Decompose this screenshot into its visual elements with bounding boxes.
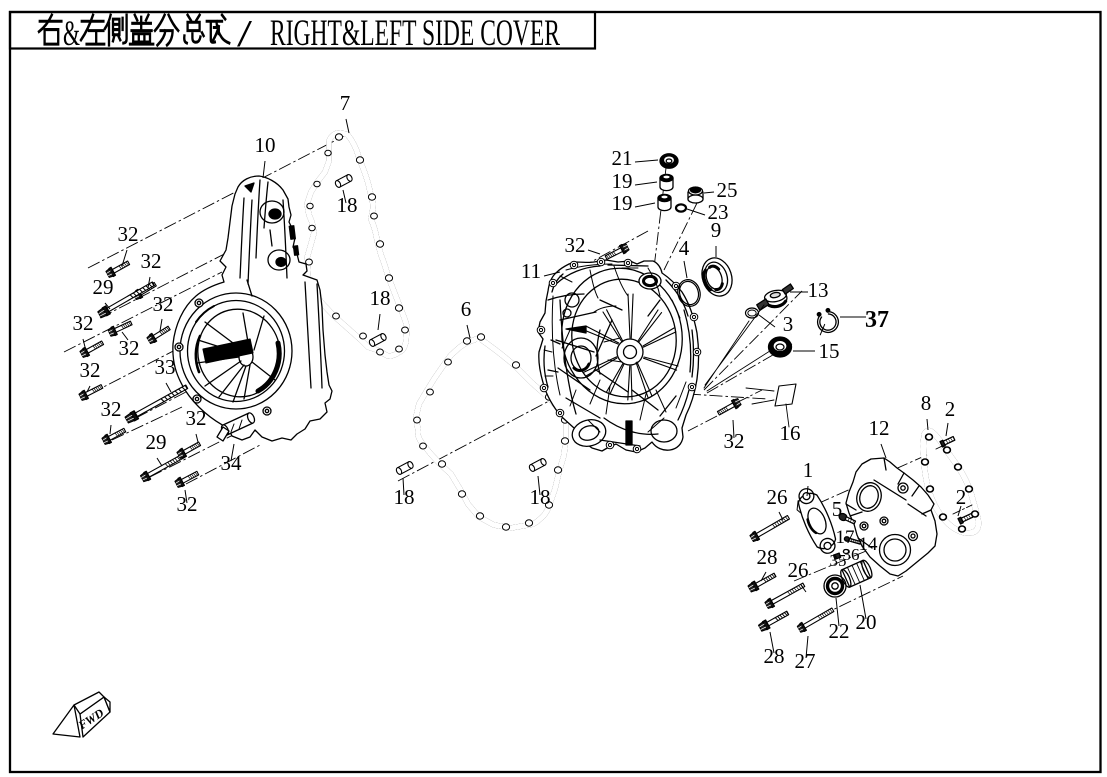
svg-text:13: 13 [808,278,829,302]
svg-text:18: 18 [530,485,551,509]
svg-text:32: 32 [101,397,122,421]
svg-text:32: 32 [153,292,174,316]
svg-text:2: 2 [956,485,967,509]
svg-text:10: 10 [255,133,276,157]
svg-text:36: 36 [843,545,860,564]
svg-text:2: 2 [945,397,956,421]
svg-text:32: 32 [118,222,139,246]
svg-text:5: 5 [832,497,843,521]
svg-text:16: 16 [780,421,801,445]
svg-text:11: 11 [521,259,541,283]
svg-text:32: 32 [724,429,745,453]
svg-text:35: 35 [830,551,847,570]
svg-text:19: 19 [612,191,633,215]
svg-text:32: 32 [80,358,101,382]
svg-text:18: 18 [394,485,415,509]
svg-text:21: 21 [612,146,633,170]
svg-text:33: 33 [155,355,176,379]
svg-text:20: 20 [856,610,877,634]
svg-text:32: 32 [141,249,162,273]
svg-text:28: 28 [764,644,785,668]
svg-text:18: 18 [337,193,358,217]
svg-text:32: 32 [565,233,586,257]
svg-text:29: 29 [93,275,114,299]
svg-text:4: 4 [679,236,690,260]
svg-text:&: & [63,13,80,53]
svg-text:19: 19 [612,169,633,193]
svg-text:8: 8 [921,391,932,415]
svg-text:32: 32 [177,492,198,516]
svg-text:17: 17 [836,527,855,548]
svg-text:29: 29 [146,430,167,454]
svg-text:7: 7 [340,91,351,115]
svg-text:/: / [237,13,253,55]
svg-text:1: 1 [803,458,814,482]
svg-text:9: 9 [711,218,722,242]
svg-text:32: 32 [119,336,140,360]
svg-text:26: 26 [767,485,788,509]
svg-text:6: 6 [461,297,472,321]
svg-text:3: 3 [783,312,794,336]
svg-text:27: 27 [795,649,816,673]
svg-text:RIGHT&LEFT SIDE COVER: RIGHT&LEFT SIDE COVER [270,13,560,54]
svg-text:34: 34 [221,451,243,475]
svg-text:37: 37 [865,307,889,333]
svg-text:12: 12 [869,416,890,440]
svg-text:25: 25 [717,178,738,202]
svg-text:32: 32 [73,311,94,335]
svg-text:26: 26 [788,558,809,582]
svg-text:15: 15 [819,339,840,363]
svg-text:28: 28 [757,545,778,569]
svg-text:14: 14 [859,534,879,555]
svg-text:22: 22 [829,619,850,643]
svg-text:32: 32 [186,406,207,430]
svg-text:18: 18 [370,286,391,310]
svg-text:23: 23 [708,200,729,224]
